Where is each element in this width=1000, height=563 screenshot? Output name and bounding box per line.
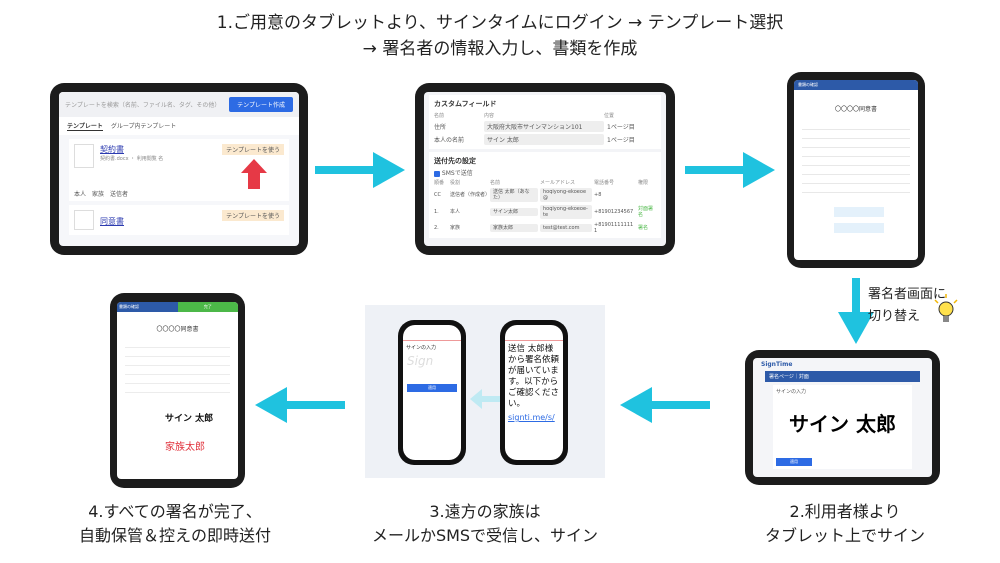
right-arrow-icon (315, 152, 405, 188)
field-position: 1ページ目 (607, 137, 635, 144)
col-header: 権限 (638, 180, 649, 186)
use-template-button[interactable]: テンプレートを使う (222, 210, 284, 221)
row-email-input[interactable]: hoqiyong-ekoeoe-te (540, 205, 592, 219)
tab-group-templates[interactable]: グループ内テンプレート (110, 123, 177, 130)
caption-line: 4.すべての署名が完了、 (88, 502, 262, 521)
sms-label: SMSで送信 (441, 170, 473, 177)
row-order: 2. (434, 225, 439, 231)
tab-templates[interactable]: テンプレート (67, 123, 103, 131)
switch-label-2: 切り替え (868, 309, 921, 324)
sign-link[interactable]: signti.me/s/ (508, 413, 555, 422)
use-template-button[interactable]: テンプレートを使う (222, 144, 284, 155)
phones-panel: サインの入力 Sign 適用 送信 太郎様から署名依頼が届いています。以下からご… (365, 305, 605, 478)
left-arrow-icon (255, 387, 345, 423)
field-value-input[interactable]: 大阪府大阪市サインマンション101 (484, 121, 604, 132)
phone-message: 送信 太郎様から署名依頼が届いています。以下からご確認ください。 signti.… (500, 320, 568, 465)
caption-step4: 4.すべての署名が完了、自動保管＆控えの即時送付 (20, 500, 330, 548)
template-meta: 契約書.docx ・ 利用閲覧 名 (100, 156, 164, 162)
col-header: メールアドレス (540, 180, 576, 186)
row-phone-input[interactable]: +81901234567 (594, 209, 634, 215)
row-phone-input[interactable]: +8 (594, 192, 602, 198)
row-email-input[interactable]: test@test.com (540, 224, 592, 232)
phone-apply-button[interactable]: 適用 (407, 384, 457, 392)
create-template-button[interactable]: テンプレート作成 (229, 97, 293, 112)
signature-self: サイン 太郎 (165, 414, 214, 424)
template-card: 契約書 契約書.docx ・ 利用閲覧 名 テンプレートを使う 本人 家族 送信… (69, 139, 289, 201)
tablet-completed-document: 書類の確認 完了 〇〇〇〇同意書 サイン 太郎 家族太郎 (110, 293, 245, 488)
col-header: 内容 (484, 113, 495, 119)
col-header: 名前 (490, 180, 501, 186)
field-value-input[interactable]: サイン 太郎 (484, 134, 604, 145)
caption-line: メールかSMSで受信し、サイン (371, 526, 599, 545)
sms-checkbox[interactable] (434, 170, 440, 177)
apply-button[interactable]: 適用 (776, 458, 812, 466)
phone-sign-title: サインの入力 (406, 345, 437, 351)
caption-line: 3.遠方の家族は (429, 502, 541, 521)
left-arrow-icon (620, 387, 710, 423)
search-input[interactable]: テンプレートを検索（名前、ファイル名、タグ、その他） (65, 102, 221, 109)
sms-message: 送信 太郎様から署名依頼が届いています。以下からご確認ください。 (508, 344, 560, 409)
completed-badge: 完了 (177, 302, 238, 312)
template-card: 同意書 テンプレートを使う (69, 205, 289, 235)
lightbulb-icon (934, 294, 958, 322)
caption-step3: 3.遠方の家族はメールかSMSで受信し、サイン (330, 500, 640, 548)
tablet-template-list: テンプレートを検索（名前、ファイル名、タグ、その他） テンプレート作成 テンプレ… (50, 83, 308, 255)
signature-family: 家族太郎 (165, 442, 205, 453)
template-name[interactable]: 同意書 (100, 217, 124, 226)
col-header: 位置 (604, 113, 615, 119)
signature-panel-title: サインの入力 (776, 389, 807, 395)
switch-label-1: 署名者画面に (868, 287, 947, 302)
document-title: 〇〇〇〇同意書 (834, 106, 877, 113)
row-permission: 対面署名 (638, 206, 654, 218)
confirm-bar: 書類の確認 (794, 80, 918, 90)
caption-line: 自動保管＆控えの即時送付 (78, 526, 271, 545)
row-role: 送信者（作成者） (450, 192, 491, 198)
col-header: 順番 (434, 180, 445, 186)
row-order: 1. (434, 209, 439, 215)
up-arrow-icon (241, 159, 267, 189)
signing-page-bar: 署名ページ｜対面 (765, 371, 920, 382)
signature-panel: サインの入力 サイン 太郎 適用 (773, 385, 912, 469)
row-permission: 署名 (638, 225, 649, 231)
title-line-1: 1.ご用意のタブレットより、サインタイムにログイン → テンプレート選択 (216, 13, 784, 33)
row-role: 家族 (450, 225, 461, 231)
col-header: 役割 (450, 180, 461, 186)
template-name[interactable]: 契約書 (100, 145, 124, 154)
caption-line: タブレット上でサイン (764, 526, 925, 545)
tablet-signing: SignTime 署名ページ｜対面 サインの入力 サイン 太郎 適用 (745, 350, 940, 485)
row-role: 本人 (450, 209, 461, 215)
field-name: 本人の名前 (434, 137, 465, 144)
right-arrow-icon (685, 152, 775, 188)
signature-canvas[interactable]: サイン 太郎 (789, 412, 896, 436)
caption-step2: 2.利用者様よりタブレット上でサイン (690, 500, 1000, 548)
signtime-logo: SignTime (761, 361, 793, 368)
caption-line: 2.利用者様より (789, 502, 901, 521)
role-sender: 送信者 (110, 191, 129, 198)
row-order: CC (434, 192, 441, 198)
tablet-document-preview: 書類の確認 〇〇〇〇同意書 (787, 72, 925, 268)
down-arrow-icon (838, 278, 874, 344)
row-name-input[interactable]: サイン太郎 (490, 208, 538, 216)
row-name-input[interactable]: 家族太郎 (490, 224, 538, 232)
col-header: 名前 (434, 113, 445, 119)
field-position: 1ページ目 (607, 124, 635, 131)
col-header: 電話番号 (594, 180, 615, 186)
confirm-bar: 書類の確認 (117, 302, 178, 312)
role-family: 家族 (92, 191, 105, 198)
document-title: 〇〇〇〇同意書 (156, 326, 199, 333)
field-name: 住所 (434, 124, 447, 131)
recipient-settings-title: 送付先の設定 (434, 157, 476, 165)
row-name-input[interactable]: 送信 太郎（あなた） (490, 188, 538, 202)
left-arrow-icon (470, 389, 500, 409)
row-phone-input[interactable]: +819011111111 (594, 222, 634, 234)
role-self: 本人 (74, 191, 87, 198)
custom-field-title: カスタムフィールド (434, 100, 497, 108)
title-line-2: → 署名者の情報入力し、書類を作成 (362, 39, 638, 59)
phone-signature: サインの入力 Sign 適用 (398, 320, 466, 465)
row-email-input[interactable]: hoqiyong-ekoeoe@ (540, 188, 592, 202)
